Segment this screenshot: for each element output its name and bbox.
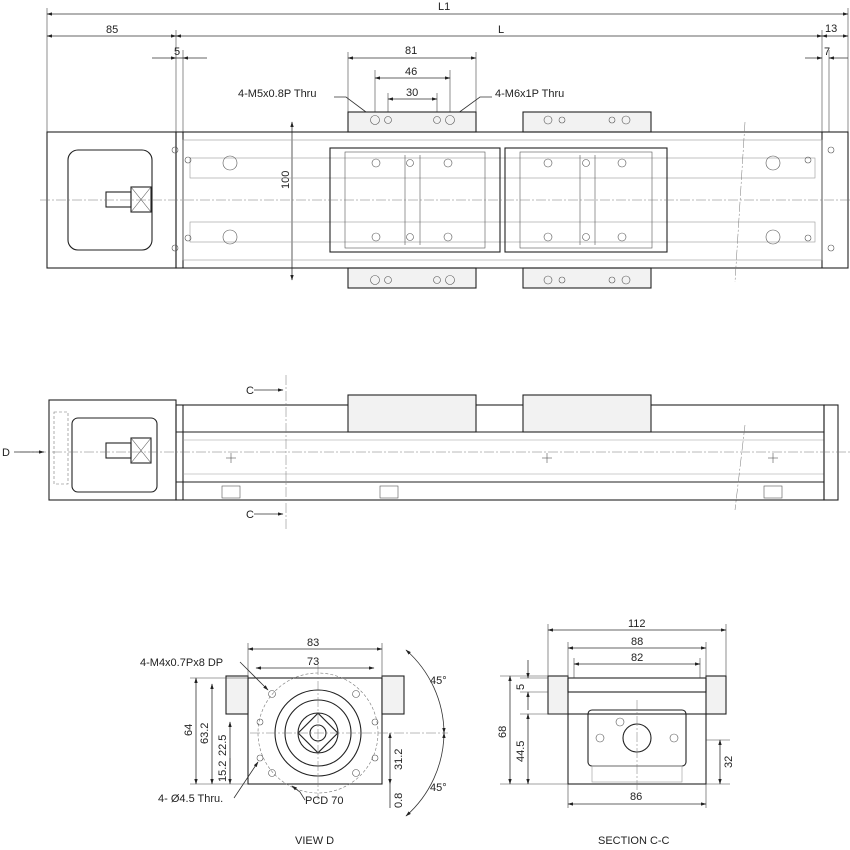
dim-L1: L1 (438, 1, 450, 13)
top-holes (171, 115, 835, 285)
dim-46: 46 (405, 66, 417, 78)
section-dim-88: 88 (631, 636, 643, 648)
view-d-flange (247, 677, 383, 785)
view-d-dim-31-2: 31.2 (393, 749, 405, 770)
dim-7: 7 (824, 46, 830, 58)
dim-5: 5 (174, 46, 180, 58)
section-dim-86: 86 (630, 791, 642, 803)
view-d-title: VIEW D (295, 835, 334, 847)
section-dim-68: 68 (497, 726, 509, 738)
view-d-dim-64: 64 (183, 724, 195, 736)
view-d-angle-bottom: 45° (430, 782, 447, 794)
carriage-plate-right-bottom (522, 267, 652, 289)
top-dimension-lines (46, 12, 849, 281)
dim-85: 85 (106, 24, 118, 36)
view-d-note-m4: 4-M4x0.7Px8 DP (140, 657, 223, 669)
dim-100: 100 (280, 171, 292, 189)
section-dim-5: 5 (515, 684, 527, 690)
section-dim-112: 112 (628, 618, 646, 630)
side-view: C C D (2, 375, 850, 530)
section-cc: 112 88 82 5 68 44.5 32 86 SECTION C-C (497, 618, 735, 847)
carriage-plate-right (522, 111, 652, 133)
side-carriage-left (347, 394, 477, 433)
section-dim-82: 82 (631, 652, 643, 664)
dim-13: 13 (825, 23, 837, 35)
view-d: 83 73 64 63.2 22.5 15.2 31.2 0.8 45° 45°… (140, 637, 448, 847)
section-label-c-top: C (246, 385, 254, 397)
dim-L: L (498, 24, 504, 36)
carriage-plate-left (347, 111, 477, 133)
view-d-dim-83: 83 (307, 637, 319, 649)
view-d-note-pcd: PCD 70 (305, 795, 344, 807)
section-title: SECTION C-C (598, 835, 670, 847)
view-d-dim-22-5: 22.5 (217, 735, 229, 756)
top-view: L1 85 L 13 5 7 81 46 30 100 4-M5x0.8P Th… (40, 1, 850, 289)
carriage-plate-left-bottom (347, 267, 477, 289)
view-d-dim-0-8: 0.8 (393, 793, 405, 808)
view-label-d: D (2, 447, 10, 459)
section-dim-44-5: 44.5 (515, 741, 527, 762)
view-d-note-holes: 4- Ø4.5 Thru. (158, 793, 223, 805)
section-dim-32: 32 (723, 756, 735, 768)
side-actuator-body (175, 404, 825, 501)
view-d-angle-top: 45° (430, 675, 447, 687)
side-carriage-right (522, 394, 652, 433)
view-d-dim-63-2: 63.2 (199, 723, 211, 744)
note-m6-thru: 4-M6x1P Thru (495, 88, 564, 100)
section-label-c-bottom: C (246, 509, 254, 521)
top-extension-lines (46, 8, 849, 132)
view-d-dim-73: 73 (307, 656, 319, 668)
view-d-dim-15-2: 15.2 (217, 761, 229, 782)
dim-30: 30 (406, 87, 418, 99)
dim-81: 81 (405, 45, 417, 57)
note-m5-thru: 4-M5x0.8P Thru (238, 88, 316, 100)
